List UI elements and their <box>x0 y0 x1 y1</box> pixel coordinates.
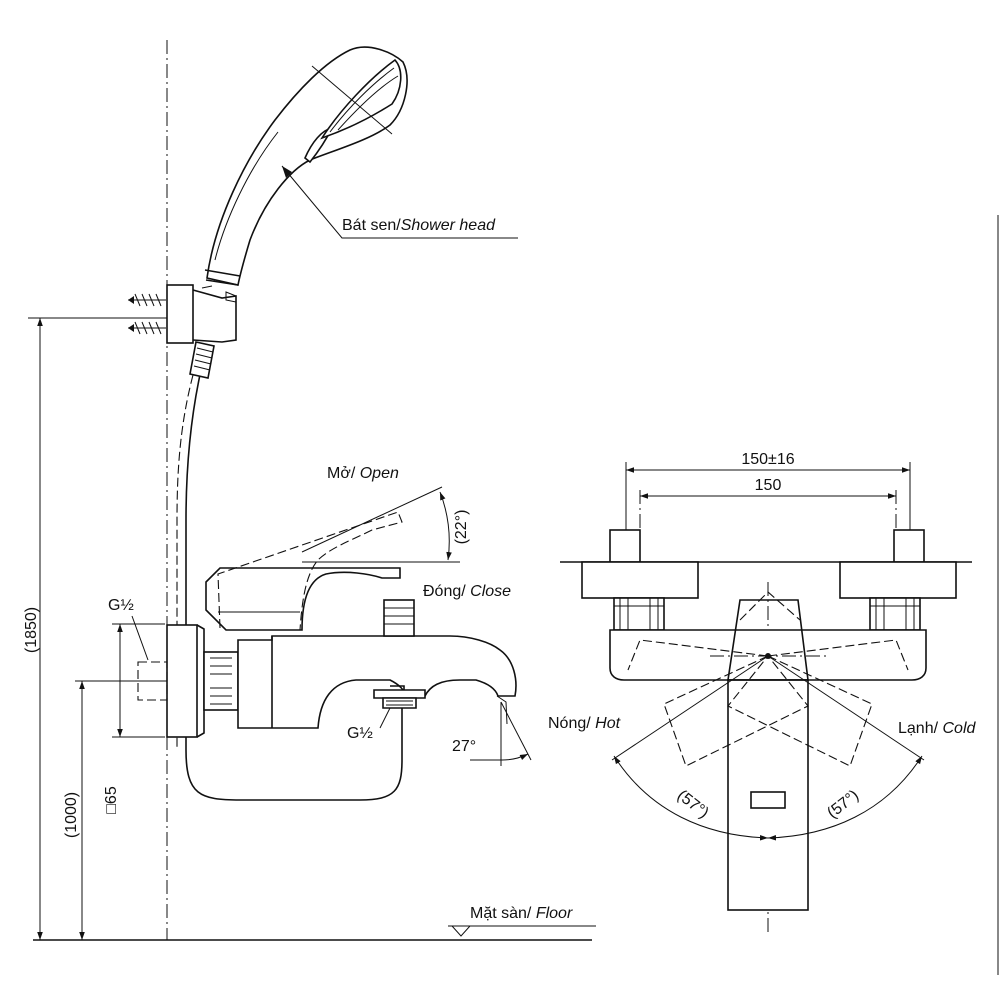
spray-axis <box>311 65 393 135</box>
lever-top-outline <box>739 591 801 621</box>
hose-connector <box>189 341 215 379</box>
wall-bracket <box>128 284 237 344</box>
outlet-fitting <box>373 689 426 709</box>
inlet-fitting <box>137 661 168 701</box>
shower-head-leader <box>281 165 518 239</box>
close-label: Đóng/ Close <box>423 583 511 600</box>
dim-1850-text: (1850) <box>23 607 40 653</box>
dim-1000-text: (1000) <box>63 792 80 838</box>
spout-tip <box>496 695 508 725</box>
left-inlet-nut <box>609 529 641 563</box>
dim-range-text: 150±16 <box>741 451 794 468</box>
spout-angle-ref-b <box>500 701 532 761</box>
outlet-leader <box>379 707 391 729</box>
lever-hub <box>727 599 809 681</box>
outlet-thread-label: G½ <box>347 725 373 742</box>
shower-head-label: Bát sen/Shower head <box>342 217 496 234</box>
dim-65-text: □65 <box>103 786 120 814</box>
floor-marker-icon <box>450 925 472 937</box>
lever-open-outline <box>217 511 403 631</box>
hose-hidden <box>176 374 194 750</box>
side-view: Bát sen/Shower head Mở/ Open Đóng/ Close… <box>23 40 596 941</box>
cold-rotation-arc <box>767 755 923 841</box>
left-union <box>613 597 665 631</box>
left-flange <box>581 561 699 599</box>
inlet-thread-label: G½ <box>108 597 134 614</box>
cold-angle-ref <box>767 655 925 761</box>
lever-angle-text: (22°) <box>453 510 470 545</box>
hot-rotation-arc <box>613 755 769 841</box>
hand-shower <box>201 46 408 303</box>
leader-arrow-icon <box>282 166 292 178</box>
lever-cold-edge <box>767 639 909 671</box>
shower-hose <box>185 369 403 801</box>
floor-label: Mặt sàn/ Floor <box>470 905 573 922</box>
hot-angle-ref <box>611 655 769 761</box>
dim-distance-text: 150 <box>755 477 782 494</box>
right-flange <box>839 561 957 599</box>
cold-label: Lạnh/ Cold <box>898 720 977 737</box>
right-union <box>869 597 921 631</box>
diverter-knob <box>383 599 415 637</box>
lever-angle-ref-a <box>301 486 443 553</box>
spout-angle-text: 27° <box>452 738 476 755</box>
open-label: Mở/ Open <box>327 465 399 482</box>
mixer-body <box>237 635 517 729</box>
inlet-leader <box>131 615 149 661</box>
lever-angle-arc <box>439 491 452 561</box>
mixer-nut <box>203 651 239 711</box>
right-inlet-nut <box>893 529 925 563</box>
front-view: 150±16 150 <box>548 451 977 935</box>
lever-hot-edge <box>627 639 769 671</box>
front-button <box>750 791 786 809</box>
wall-flange <box>166 624 205 738</box>
hot-label: Nóng/ Hot <box>548 715 621 732</box>
spout-angle-arc <box>500 753 529 761</box>
